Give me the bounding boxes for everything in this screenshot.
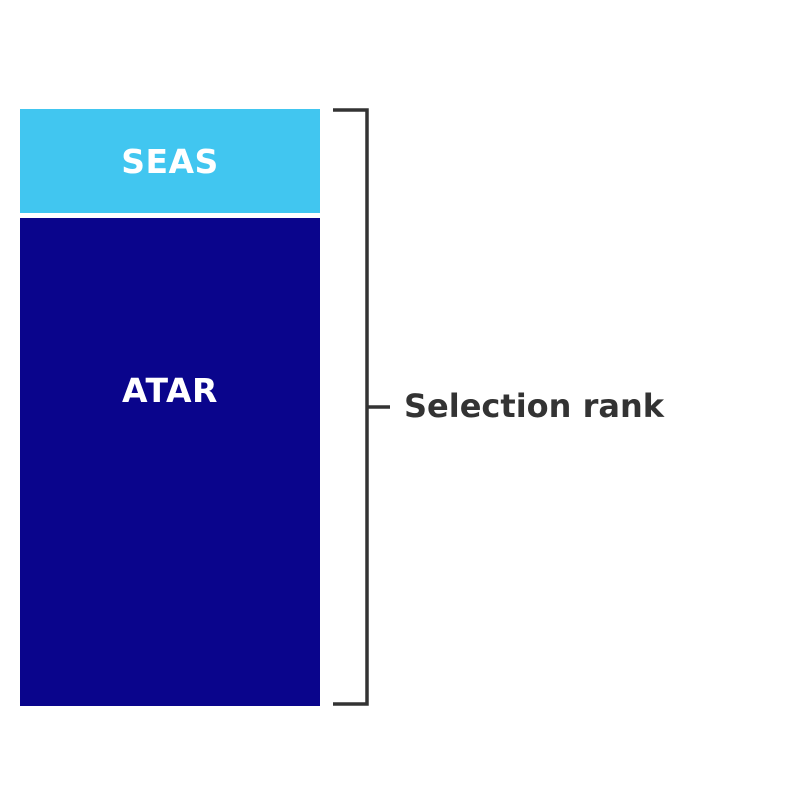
atar-label: ATAR bbox=[122, 371, 218, 410]
selection-rank-label: Selection rank bbox=[404, 387, 664, 425]
selection-rank-bracket bbox=[333, 108, 390, 706]
component-stack: SEAS ATAR bbox=[20, 109, 320, 706]
seas-block: SEAS bbox=[20, 109, 320, 213]
bracket-path bbox=[333, 108, 390, 706]
seas-label: SEAS bbox=[121, 141, 219, 181]
atar-block: ATAR bbox=[20, 218, 320, 706]
